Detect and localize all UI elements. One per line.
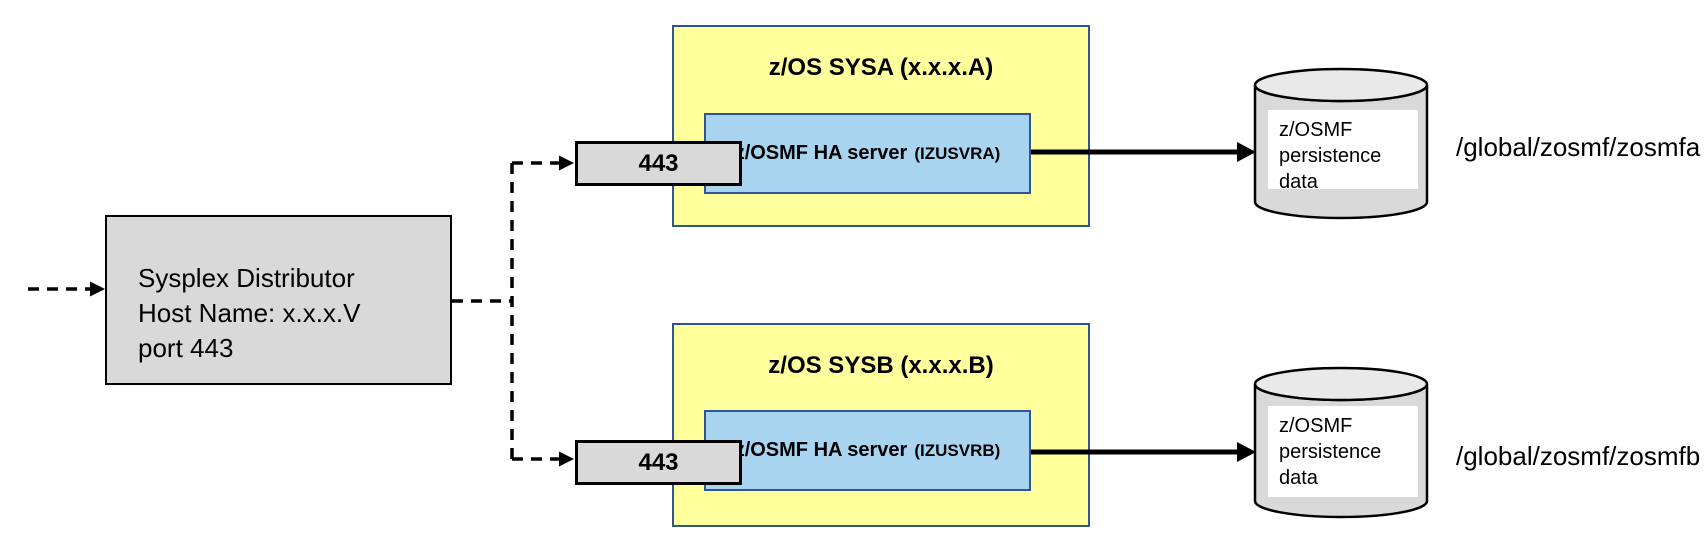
storage-b-line2: persistence bbox=[1279, 441, 1382, 463]
distributor-hostname: Host Name: x.x.x.V bbox=[138, 298, 361, 328]
mount-path-b: /global/zosmf/zosmfb bbox=[1456, 441, 1701, 471]
mount-path-a: /global/zosmf/zosmfa bbox=[1456, 132, 1701, 162]
persistence-data-label-a: z/OSMF persistence data bbox=[1268, 110, 1418, 193]
distributor-branch-lines bbox=[452, 161, 559, 461]
port-a-arrowhead-icon bbox=[559, 155, 574, 171]
storage-b-line3: data bbox=[1279, 467, 1318, 489]
inbound-dashed-arrow-icon bbox=[28, 281, 105, 297]
system-title-sysa: z/OS SYSA (x.x.x.A) bbox=[768, 54, 994, 81]
server-name-b: z/OSMF HA server bbox=[734, 439, 908, 461]
storage-a-line3: data bbox=[1279, 171, 1318, 193]
server-box-izusvrb: z/OSMF HA server (IZUSVRB) bbox=[704, 410, 1031, 491]
port-label-b: 443 bbox=[638, 448, 679, 476]
server-box-izusvra: z/OSMF HA server (IZUSVRA) bbox=[704, 113, 1031, 194]
storage-b-line1: z/OSMF bbox=[1279, 415, 1353, 437]
storage-a-line2: persistence bbox=[1279, 145, 1382, 167]
sysplex-distributor-box: Sysplex Distributor Host Name: x.x.x.V p… bbox=[105, 215, 452, 385]
system-title-sysb: z/OS SYSB (x.x.x.B) bbox=[768, 352, 994, 379]
server-instance-a: (IZUSVRA) bbox=[914, 143, 1001, 163]
server-name-a: z/OSMF HA server bbox=[734, 142, 908, 164]
port-b-arrowhead-icon bbox=[559, 451, 574, 467]
port-label-a: 443 bbox=[638, 149, 679, 177]
persistence-data-label-b: z/OSMF persistence data bbox=[1268, 406, 1418, 497]
distributor-title: Sysplex Distributor bbox=[138, 263, 355, 293]
distributor-port: port 443 bbox=[138, 333, 234, 363]
port-box-b: 443 bbox=[575, 440, 742, 485]
port-box-a: 443 bbox=[575, 141, 742, 186]
server-instance-b: (IZUSVRB) bbox=[914, 440, 1001, 460]
storage-a-line1: z/OSMF bbox=[1279, 119, 1353, 141]
